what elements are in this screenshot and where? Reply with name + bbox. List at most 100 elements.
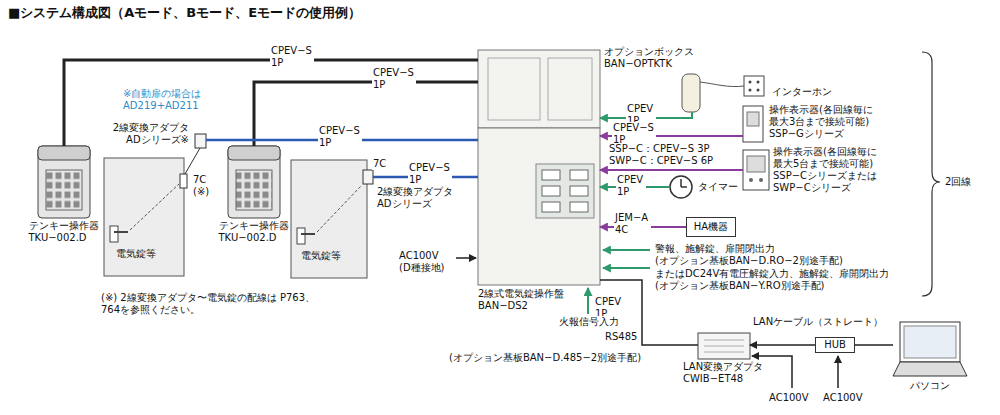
interphone xyxy=(744,76,764,96)
keypad-device xyxy=(228,146,280,160)
display-unit xyxy=(749,178,753,182)
door xyxy=(301,233,315,235)
cable xyxy=(600,169,743,171)
node-label: 操作表示器(各回線毎に 最大3台まで接続可能) SSP−Gシリーズ xyxy=(769,104,874,140)
cable xyxy=(254,82,478,146)
door-lock: 電気錠等 xyxy=(104,158,184,276)
control-panel xyxy=(548,58,592,120)
display-unit xyxy=(759,178,763,182)
lan-adapter: LAN変換アダプタ CWIB−ET48 xyxy=(698,333,750,359)
signal-arrow xyxy=(837,356,839,388)
control-panel xyxy=(478,50,600,285)
keypad-device xyxy=(38,146,90,218)
interphone xyxy=(757,89,760,92)
node-label: 電気錠等 xyxy=(301,250,342,262)
door xyxy=(195,134,206,148)
cable-label: CPEV−S 1P xyxy=(270,45,314,69)
lan-adapter xyxy=(698,333,750,359)
keypad-device xyxy=(38,146,90,160)
display-unit xyxy=(743,106,763,142)
display-unit xyxy=(743,150,769,190)
keypad-unit: テンキー操作器 TKU−002.D xyxy=(228,146,280,218)
door xyxy=(185,148,200,174)
interphone xyxy=(682,74,700,112)
keypad-device xyxy=(228,146,280,218)
adapter: 2線変換アダプタ ADシリーズ※ xyxy=(195,134,206,148)
control-panel xyxy=(570,186,588,196)
timer-clock xyxy=(670,176,692,198)
door xyxy=(180,174,187,188)
node-label: パソコン xyxy=(910,380,951,392)
control-panel xyxy=(542,202,560,212)
cable-label: CPEV 1P xyxy=(616,174,646,198)
door xyxy=(104,158,184,276)
keypad-device xyxy=(38,146,90,218)
control-panel xyxy=(542,170,560,180)
hub: HUB xyxy=(815,337,855,353)
bracket xyxy=(922,52,940,296)
door xyxy=(291,160,367,278)
note-text: 7C (※) xyxy=(192,174,212,198)
note-text: 火報信号入力 xyxy=(558,316,621,328)
cable-label: CPEV−S 1P xyxy=(372,67,416,91)
note-text: 警報、施解錠、扉開閉出力 (オプション基板BAN−D.RO−2別途手配) xyxy=(654,243,845,267)
note-text: AC100V xyxy=(822,392,865,404)
signal-arrow xyxy=(603,249,650,251)
laptop xyxy=(900,322,960,362)
signal-arrow xyxy=(587,288,589,314)
node-label: テンキー操作器 TKU−002.D xyxy=(219,220,290,244)
diagram-title: ■システム構成図（Aモード、Bモード、Eモードの使用例） xyxy=(8,4,361,22)
option-box: オプションボックス BAN−OPTKTK xyxy=(478,50,600,128)
note-text: AC100V xyxy=(768,392,811,404)
interphone xyxy=(749,89,752,92)
interphone xyxy=(749,81,752,84)
door xyxy=(291,160,373,278)
note-text: LANケーブル（ストレート） xyxy=(752,316,886,328)
lan-adapter xyxy=(704,340,744,352)
control-panel xyxy=(478,50,600,128)
door xyxy=(363,170,373,184)
bracket xyxy=(922,52,940,296)
interphone xyxy=(757,81,760,84)
node-label: テンキー操作器 TKU−002.D xyxy=(29,220,100,244)
cable xyxy=(855,344,893,346)
node-label: 2線変換アダプタ ADシリーズ※ xyxy=(111,122,189,146)
control-panel xyxy=(536,164,594,218)
node-label: インターホン xyxy=(772,86,833,98)
cable xyxy=(64,60,478,146)
laptop xyxy=(893,322,967,376)
display-unit xyxy=(747,156,765,172)
control-panel: 2線式電気錠操作盤 BAN−DS2 xyxy=(478,128,600,285)
adapter: 2線変換アダプタ ADシリーズ xyxy=(363,170,373,184)
laptop: パソコン xyxy=(893,322,967,378)
note-text: (※) 2線変換アダプタ〜電気錠の配線は P763、764を参照ください。 xyxy=(100,292,324,316)
node-label: オプションボックス BAN−OPTKTK xyxy=(604,46,695,70)
display-unit: 操作表示器(各回線毎に 最大3台まで接続可能) SSP−Gシリーズ xyxy=(743,106,763,142)
cable-label: RS485 xyxy=(604,331,640,343)
note-text: 7C xyxy=(372,158,389,170)
cable-label: JEM−A 4C xyxy=(614,212,651,236)
interphone xyxy=(700,82,744,87)
node-label: HA機器 xyxy=(693,221,729,233)
door xyxy=(297,228,305,244)
cable xyxy=(750,344,815,346)
door xyxy=(317,186,361,232)
ha-device: HA機器 xyxy=(686,217,736,237)
node-label: 2線式電気錠操作盤 BAN−DS2 xyxy=(478,288,566,312)
lan-adapter xyxy=(698,333,750,359)
door xyxy=(130,184,179,230)
note-text: またはDC24V有電圧解錠入力、施解錠、扉開閉出力 (オプション基板BAN−Y.… xyxy=(654,268,892,292)
keypad-device xyxy=(228,146,280,218)
keypad-device xyxy=(236,170,272,210)
door-lock: 電気錠等 xyxy=(291,160,367,278)
note-text: AC100V (D種接地) xyxy=(398,250,447,274)
laptop xyxy=(893,362,967,376)
keypad-unit: テンキー操作器 TKU−002.D xyxy=(38,146,90,218)
control-panel xyxy=(488,58,540,120)
node-label: HUB xyxy=(824,339,847,351)
timer: タイマー xyxy=(670,176,692,198)
node-label: 2線変換アダプタ ADシリーズ xyxy=(377,186,455,210)
display-unit xyxy=(743,106,763,142)
control-panel xyxy=(570,202,588,212)
